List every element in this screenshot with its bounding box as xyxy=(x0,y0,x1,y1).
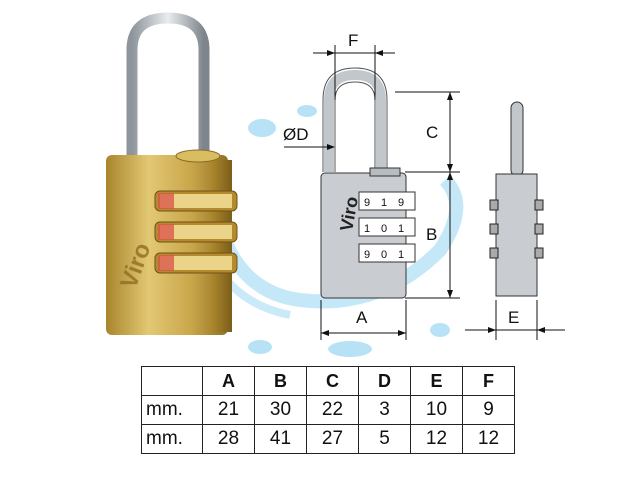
table-cell: 41 xyxy=(254,424,307,454)
dial-digit: 9 xyxy=(364,249,370,261)
dial-digit: 0 xyxy=(381,249,387,261)
dimension-label-f: F xyxy=(348,31,359,50)
table-cell: 22 xyxy=(306,395,359,425)
table-cell: 21 xyxy=(202,395,255,425)
table-row: mm. 21 30 22 3 10 9 xyxy=(141,395,515,425)
table-row: mm. 28 41 27 5 12 12 xyxy=(141,424,515,454)
column-header: C xyxy=(306,366,359,396)
dimensions-table: A B C D E F mm. 21 30 22 3 10 9 mm. 28 4… xyxy=(141,366,515,454)
table-cell: 5 xyxy=(358,424,411,454)
column-header: F xyxy=(462,366,515,396)
column-header: D xyxy=(358,366,411,396)
dial-digit: 0 xyxy=(381,223,387,235)
row-unit-label: mm. xyxy=(141,424,203,454)
table-header-row: A B C D E F xyxy=(141,366,515,396)
table-cell: 28 xyxy=(202,424,255,454)
column-header: A xyxy=(202,366,255,396)
table-corner-cell xyxy=(141,366,203,396)
column-header: B xyxy=(254,366,307,396)
dial-digit: 1 xyxy=(381,197,387,209)
dial-digit: 1 xyxy=(364,223,370,235)
table-cell: 3 xyxy=(358,395,411,425)
dimension-label-a: A xyxy=(356,308,368,327)
dial-digit: 9 xyxy=(364,197,370,209)
dimension-label-e: E xyxy=(508,308,520,327)
dimension-label-c: C xyxy=(426,123,439,142)
dimension-label-d: ØD xyxy=(283,125,309,144)
table-cell: 27 xyxy=(306,424,359,454)
table-cell: 30 xyxy=(254,395,307,425)
table-cell: 12 xyxy=(462,424,515,454)
dial-digit: 1 xyxy=(398,223,404,235)
row-unit-label: mm. xyxy=(141,395,203,425)
table-cell: 10 xyxy=(410,395,463,425)
dial-digit: 9 xyxy=(398,197,404,209)
table-cell: 12 xyxy=(410,424,463,454)
dimension-label-b: B xyxy=(426,225,438,244)
dial-digit: 1 xyxy=(398,249,404,261)
table-cell: 9 xyxy=(462,395,515,425)
column-header: E xyxy=(410,366,463,396)
